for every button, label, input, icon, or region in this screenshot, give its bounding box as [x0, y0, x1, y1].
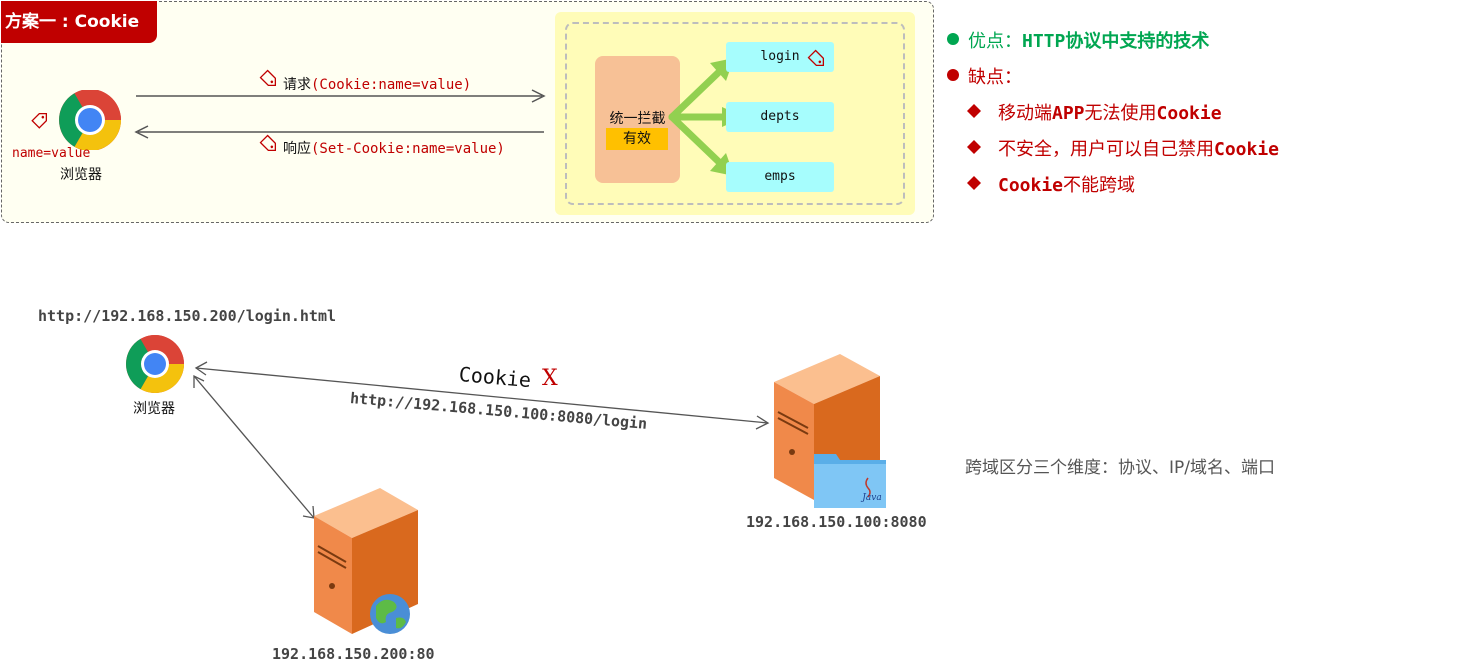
con-diamond-icon — [967, 104, 981, 118]
endpoint-emps: emps — [726, 162, 834, 192]
bottom-browser-label: 浏览器 — [133, 401, 175, 417]
con-label: 缺点： — [968, 67, 1022, 88]
frontend-server-address: 192.168.150.200:80 — [272, 645, 435, 663]
cross-domain-note: 跨域区分三个维度：协议、IP/域名、端口 — [965, 458, 1275, 478]
frontend-server-icon — [314, 488, 418, 634]
con-bullet-icon — [947, 69, 959, 81]
con-item: Cookie不能跨域 — [998, 175, 1136, 196]
browser-chrome-icon — [126, 335, 184, 393]
con-item: 不安全，用户可以自己禁用Cookie — [998, 139, 1280, 160]
filter-route-arrows — [668, 58, 744, 176]
backend-server-icon: Java — [774, 354, 886, 508]
con-diamond-icon — [967, 140, 981, 154]
browser-label: 浏览器 — [60, 167, 102, 183]
pro-line: 优点：HTTP协议中支持的技术 — [968, 31, 1210, 52]
tag-icon — [31, 112, 48, 129]
browser-cookie-value: name=value — [12, 146, 91, 161]
con-diamond-icon — [967, 176, 981, 190]
globe-icon — [370, 594, 410, 634]
backend-server-address: 192.168.150.100:8080 — [746, 513, 927, 531]
response-tag-icon — [259, 134, 277, 152]
request-response-arrows — [134, 89, 546, 139]
con-item: 移动端APP无法使用Cookie — [998, 103, 1222, 124]
java-folder-icon: Java — [814, 454, 886, 508]
pro-bullet-icon — [947, 33, 959, 45]
filter-box — [595, 56, 680, 183]
cookie-blocked-mark: X — [542, 366, 558, 391]
browser-url: http://192.168.150.200/login.html — [38, 307, 337, 325]
response-label: 响应(Set-Cookie:name=value) — [283, 141, 505, 157]
scheme-title: 方案一 : Cookie — [1, 1, 157, 43]
filter-label: 统一拦截 — [609, 111, 666, 127]
browser-chrome-icon — [31, 90, 121, 150]
request-tag-icon — [259, 69, 277, 87]
filter-valid-badge: 有效 — [606, 128, 668, 150]
endpoint-depts: depts — [726, 102, 834, 132]
endpoint-login-tag-icon — [807, 49, 825, 67]
server-inner-frame — [565, 22, 905, 205]
endpoint-login: login — [726, 42, 834, 72]
java-label: Java — [860, 493, 881, 503]
request-label: 请求(Cookie:name=value) — [283, 77, 472, 93]
